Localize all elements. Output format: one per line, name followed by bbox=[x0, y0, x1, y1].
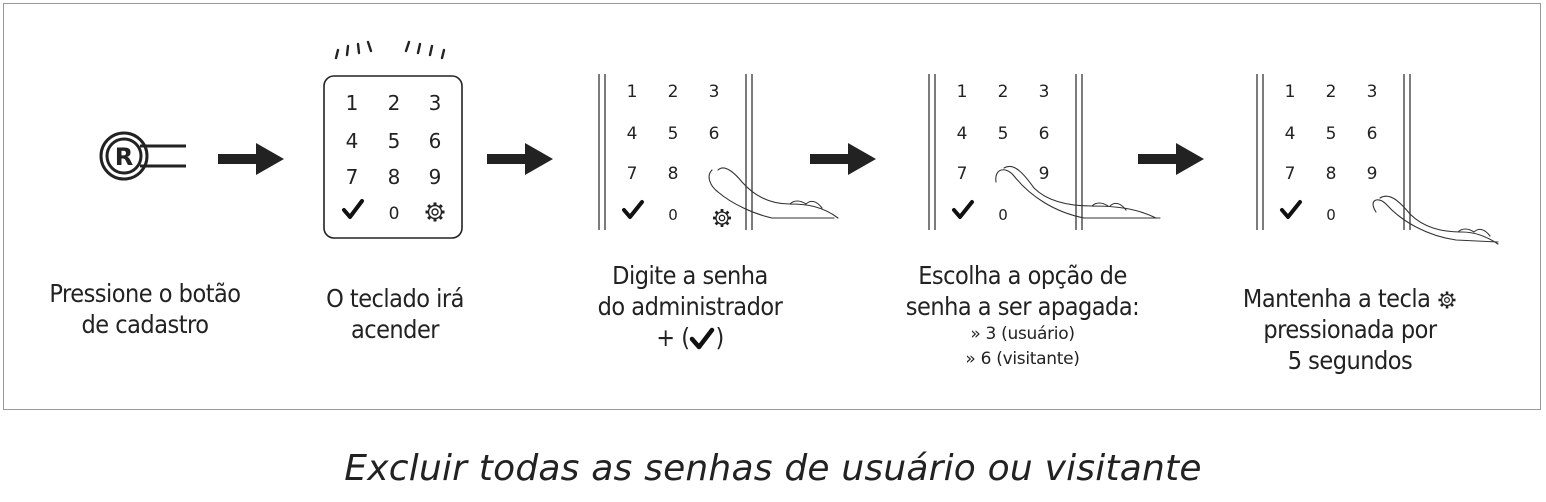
keypad-press-illustration: 1 2 3 4 5 6 7 8 0 bbox=[598, 74, 839, 230]
step-3-line-3: + () bbox=[570, 322, 810, 353]
key-7: 7 bbox=[627, 164, 638, 184]
key-0: 0 bbox=[1326, 206, 1336, 224]
key-9: 9 bbox=[429, 165, 442, 189]
key-6: 6 bbox=[709, 124, 720, 144]
key-8: 8 bbox=[388, 165, 401, 189]
lit-keypad-illustration: 1 2 3 4 5 6 7 8 9 0 bbox=[323, 40, 463, 239]
step-4-caption: Escolha a opção de senha a ser apagada: … bbox=[880, 260, 1165, 372]
key-0: 0 bbox=[389, 204, 400, 224]
arrow-right-icon bbox=[810, 143, 876, 175]
check-icon bbox=[622, 200, 644, 219]
register-letter: R bbox=[115, 143, 133, 171]
step-3-line-2: do administrador bbox=[597, 292, 783, 321]
key-2: 2 bbox=[998, 82, 1009, 102]
key-6: 6 bbox=[1039, 124, 1050, 144]
key-7: 7 bbox=[346, 165, 359, 189]
key-5: 5 bbox=[388, 129, 401, 153]
step-5-line-1: Mantenha a tecla bbox=[1210, 283, 1490, 314]
key-1: 1 bbox=[1285, 82, 1296, 102]
arrow-right-icon bbox=[218, 143, 284, 175]
key-4: 4 bbox=[1285, 124, 1296, 144]
finger-icon bbox=[708, 167, 839, 219]
step-3-prefix: + ( bbox=[656, 323, 690, 352]
key-0: 0 bbox=[998, 206, 1008, 224]
key-4: 4 bbox=[957, 124, 968, 144]
key-2: 2 bbox=[388, 91, 401, 115]
key-5: 5 bbox=[668, 124, 679, 144]
gear-icon bbox=[425, 202, 445, 222]
gear-icon bbox=[1438, 291, 1456, 309]
key-9: 9 bbox=[1367, 164, 1378, 184]
step-1-line-2: de cadastro bbox=[81, 310, 209, 339]
key-2: 2 bbox=[1326, 82, 1337, 102]
step-3-caption: Digite a senha do administrador + () bbox=[570, 260, 810, 353]
step-2-line-1: O teclado irá bbox=[326, 284, 464, 313]
key-4: 4 bbox=[346, 129, 359, 153]
key-1: 1 bbox=[957, 82, 968, 102]
step-3-line-1: Digite a senha bbox=[612, 261, 768, 290]
step-5-caption: Mantenha a tecla pressionada por 5 segun… bbox=[1210, 283, 1490, 376]
step-4-line-1: Escolha a opção de bbox=[918, 261, 1127, 290]
page-title: Excluir todas as senhas de usuário ou vi… bbox=[344, 448, 1202, 489]
gear-icon bbox=[713, 209, 731, 227]
arrow-right-icon bbox=[487, 143, 553, 175]
key-7: 7 bbox=[1285, 164, 1296, 184]
key-1: 1 bbox=[346, 91, 359, 115]
key-6: 6 bbox=[1367, 124, 1378, 144]
step-1-caption: Pressione o botão de cadastro bbox=[30, 278, 260, 340]
finger-icon bbox=[995, 166, 1161, 219]
check-icon bbox=[1280, 200, 1302, 219]
step-5-line-3: 5 segundos bbox=[1287, 346, 1413, 375]
step-4-line-2: senha a ser apagada: bbox=[905, 292, 1140, 321]
keypad-select-illustration: 1 2 3 4 5 6 7 9 0 bbox=[928, 74, 1161, 230]
finger-icon bbox=[1372, 195, 1499, 245]
key-7: 7 bbox=[957, 164, 968, 184]
step-2-line-2: acender bbox=[350, 315, 440, 344]
step-1-line-1: Pressione o botão bbox=[49, 279, 241, 308]
keypad-hold-illustration: 1 2 3 4 5 6 7 8 9 0 bbox=[1256, 74, 1499, 245]
step-5-line-2: pressionada por bbox=[1263, 315, 1437, 344]
check-icon bbox=[690, 327, 715, 350]
key-8: 8 bbox=[1326, 164, 1337, 184]
key-0: 0 bbox=[668, 206, 678, 224]
key-3: 3 bbox=[1039, 82, 1050, 102]
step-5-line-1-text: Mantenha a tecla bbox=[1242, 284, 1431, 313]
key-3: 3 bbox=[709, 82, 720, 102]
key-8: 8 bbox=[668, 164, 679, 184]
key-6: 6 bbox=[429, 129, 442, 153]
key-1: 1 bbox=[627, 82, 638, 102]
key-4: 4 bbox=[627, 124, 638, 144]
step-2-caption: O teclado irá acender bbox=[290, 283, 500, 345]
key-5: 5 bbox=[998, 124, 1009, 144]
step-4-option-visitor: » 6 (visitante) bbox=[965, 349, 1080, 369]
instruction-frame bbox=[3, 3, 1541, 410]
arrow-right-icon bbox=[1138, 143, 1204, 175]
step-3-suffix: ) bbox=[715, 323, 724, 352]
key-3: 3 bbox=[429, 91, 442, 115]
step-4-option-user: » 3 (usuário) bbox=[970, 324, 1075, 344]
check-icon bbox=[342, 199, 364, 219]
key-9: 9 bbox=[1039, 164, 1050, 184]
light-rays bbox=[334, 40, 446, 60]
check-icon bbox=[952, 200, 974, 219]
key-2: 2 bbox=[668, 82, 679, 102]
key-3: 3 bbox=[1367, 82, 1378, 102]
key-5: 5 bbox=[1326, 124, 1337, 144]
registered-button-icon: R bbox=[99, 131, 186, 181]
